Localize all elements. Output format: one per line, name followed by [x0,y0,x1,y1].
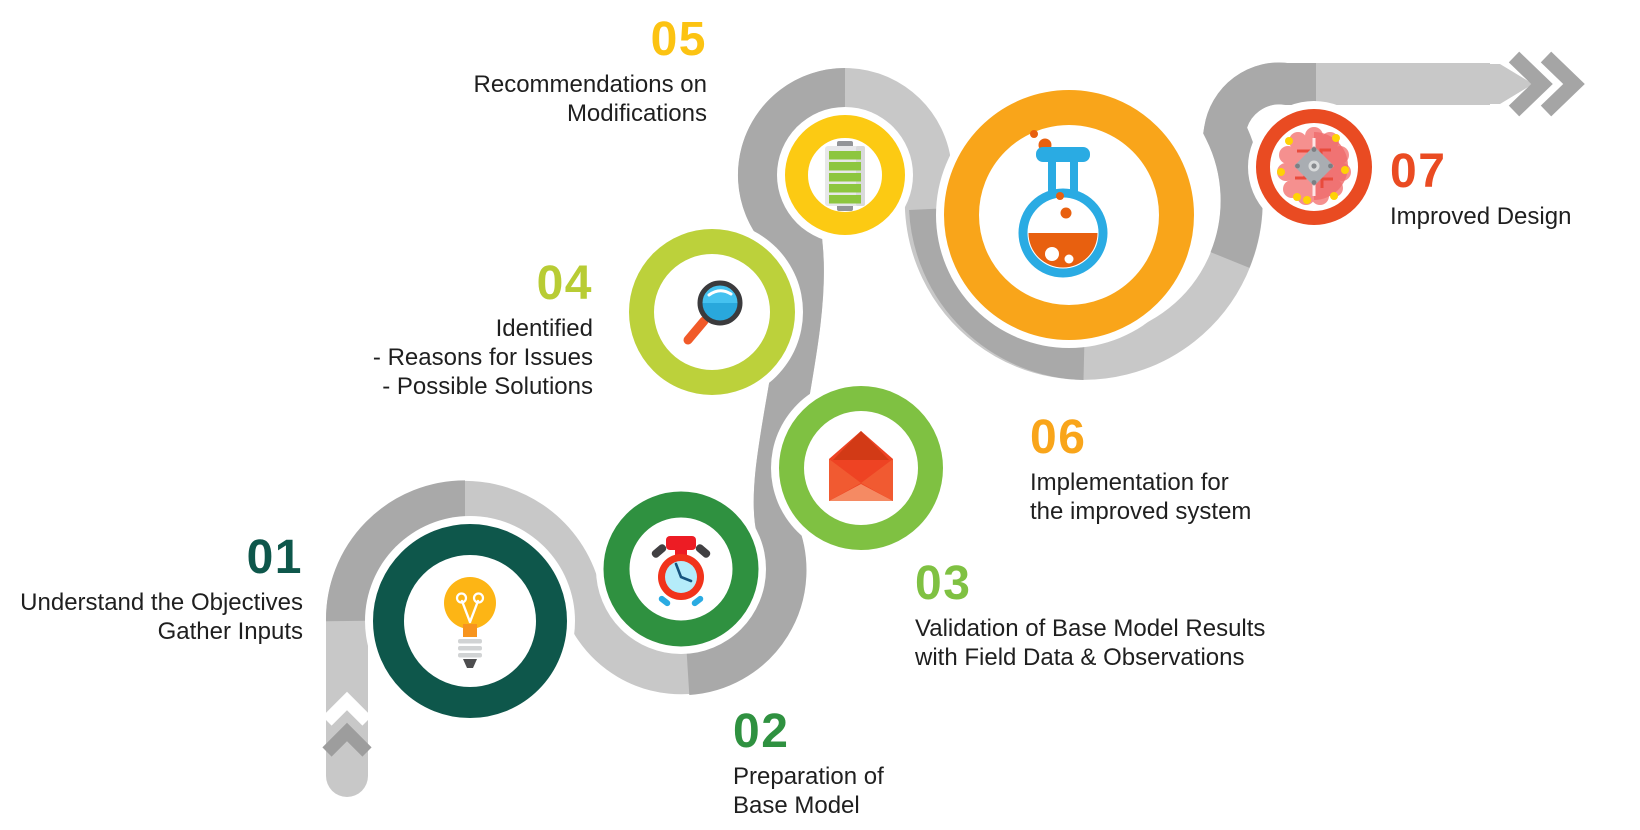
step-03-number: 03 [915,557,972,610]
ribbon-dark-segment-1 [325,480,466,622]
step-circle-07 [1248,101,1380,233]
step-05-text-line: Recommendations on [473,71,707,98]
step-01-text-line: Gather Inputs [157,618,303,645]
step-circle-01 [365,516,575,726]
step-circle-05 [777,107,913,243]
step-06-number: 06 [1030,411,1087,464]
ribbon-dark-segment-3 [909,207,1085,380]
step-01-label: 01 Understand the Objectives Gather Inpu… [3,532,303,646]
step-06-text-line: the improved system [1030,498,1252,525]
step-circle-04 [621,221,803,403]
step-01-text-line: Understand the Objectives [20,589,303,616]
end-arrow-icon [1490,51,1585,117]
ribbon-dark-segment-2 [686,68,846,695]
start-chevrons-icon [322,691,372,757]
step-04-number: 04 [536,257,593,310]
step-02-number: 02 [733,705,790,758]
step-07-text-line: Improved Design [1390,203,1572,230]
step-02-text-line: Preparation of [733,763,884,790]
step-04-text-line: - Possible Solutions [382,373,593,400]
flask-icon [1018,130,1108,278]
step-circle-02 [596,484,766,654]
step-05-label: 05 Recommendations on Modifications [407,14,707,128]
magnifier-icon [683,280,743,345]
lightbulb-icon [444,577,496,668]
alarm-clock-icon [651,536,711,607]
step-05-number: 05 [650,13,707,66]
step-circle-03 [771,378,951,558]
step-04-text-line: - Reasons for Issues [372,344,593,371]
open-envelope-icon [829,431,893,501]
step-03-text-line: Validation of Base Model Results [915,615,1266,642]
step-06-label: 06 Implementation for the improved syste… [1030,412,1360,526]
process-ribbon [322,51,1585,797]
battery-icon [825,141,865,211]
step-03-label: 03 Validation of Base Model Results with… [915,558,1335,672]
step-05-text-line: Modifications [566,100,707,127]
step-07-number: 07 [1390,145,1447,198]
step-03-text-line: with Field Data & Observations [915,644,1245,671]
step-circle-06 [936,82,1202,348]
step-04-text-line: Identified [495,315,593,342]
brain-circuit-icon [1277,127,1351,205]
step-06-text-line: Implementation for [1030,469,1229,496]
step-01-number: 01 [246,531,303,584]
step-07-label: 07 Improved Design [1390,146,1630,231]
ribbon-dark-segment-4 [1203,62,1316,268]
step-02-text-line: Base Model [733,792,860,819]
step-04-label: 04 Identified - Reasons for Issues - Pos… [293,258,593,401]
step-02-label: 02 Preparation of Base Model [733,706,1053,820]
